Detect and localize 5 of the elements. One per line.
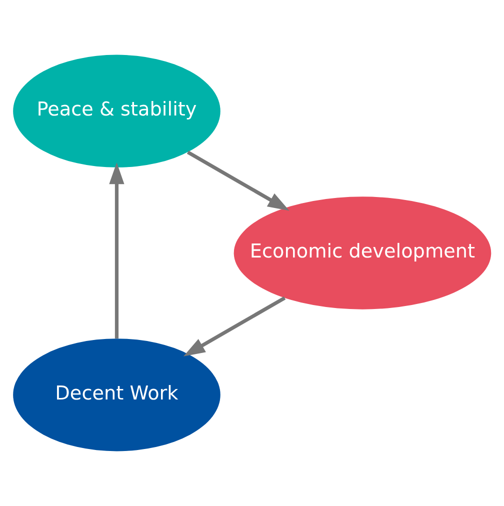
arrow bbox=[109, 162, 124, 338]
node-ellipse: Peace & stability bbox=[13, 54, 220, 168]
arrow bbox=[186, 150, 290, 211]
arrow bbox=[183, 296, 286, 356]
node-ellipse: Economic development bbox=[234, 196, 492, 310]
